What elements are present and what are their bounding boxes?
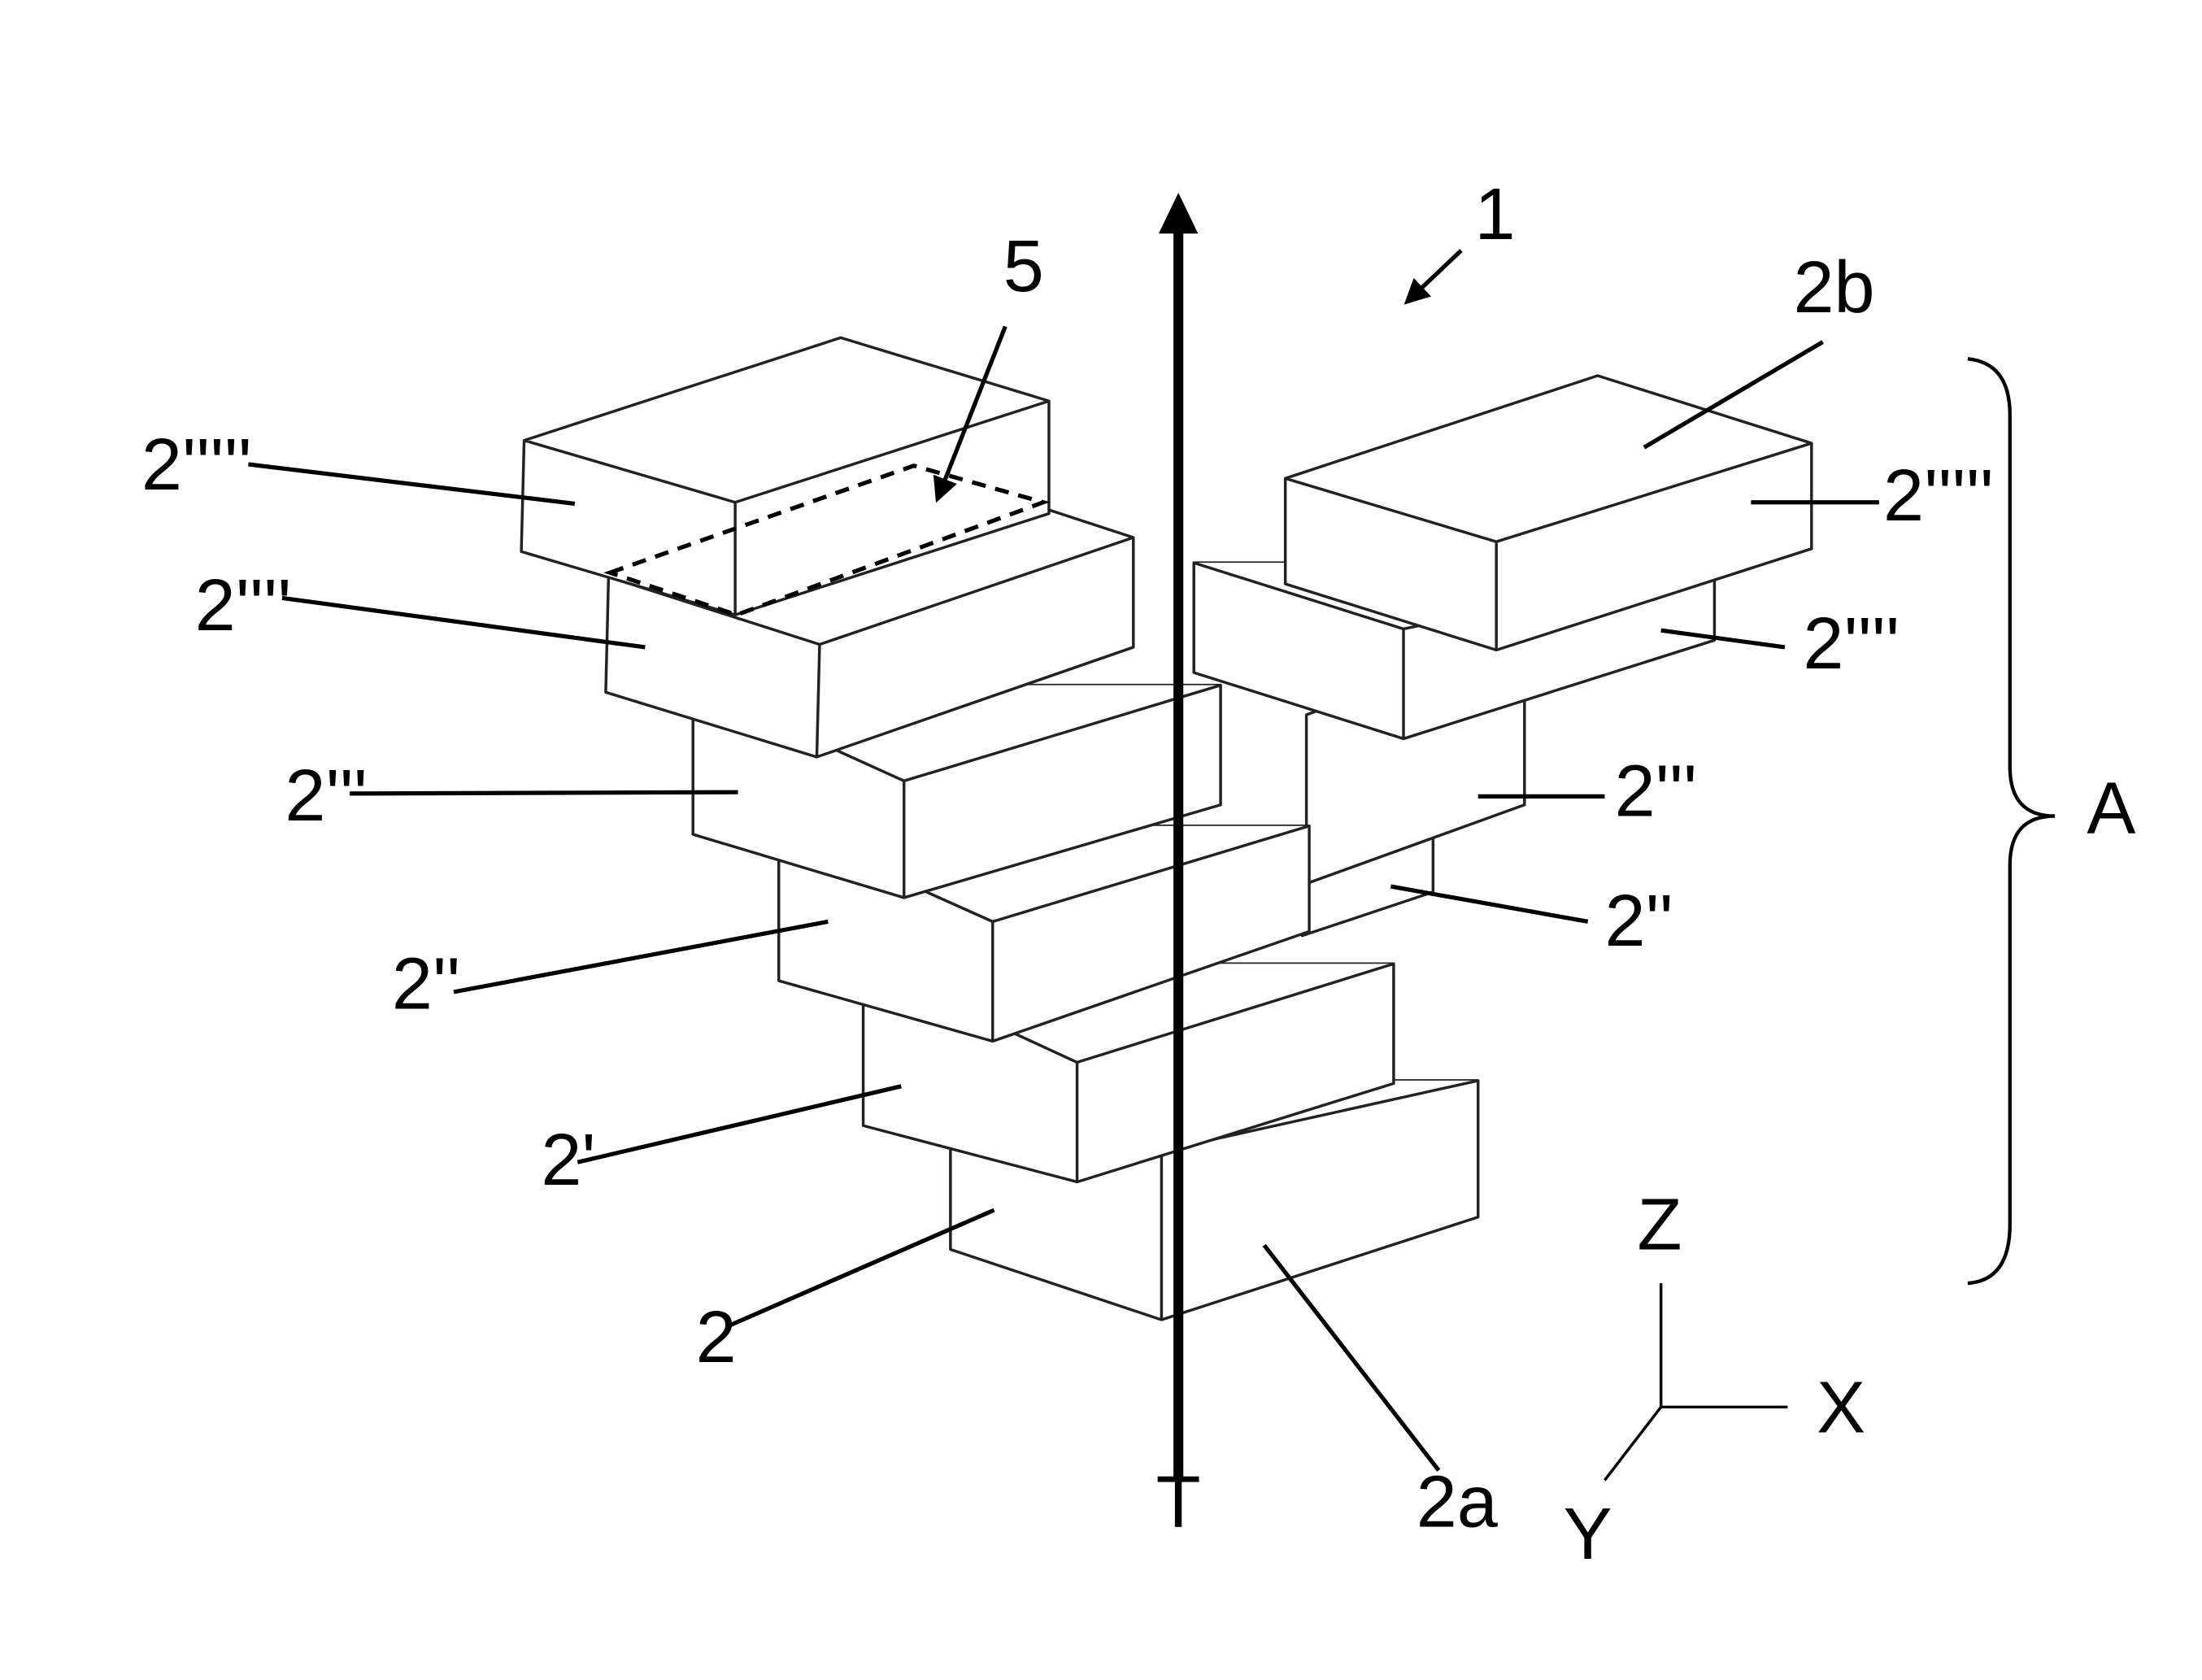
label-left-2pppp: 2'''' bbox=[195, 565, 292, 646]
label-left-2: 2 bbox=[696, 1297, 737, 1378]
label-axis-x: X bbox=[1817, 1367, 1865, 1448]
label-5: 5 bbox=[1003, 226, 1044, 307]
leader-1 bbox=[1408, 250, 1461, 301]
label-left-2p: 2' bbox=[541, 1120, 595, 1201]
leader-2a bbox=[1264, 1245, 1439, 1470]
label-axis-y: Y bbox=[1564, 1494, 1612, 1575]
leader-left-2pp bbox=[454, 921, 828, 992]
label-right-2pp: 2'' bbox=[1604, 881, 1673, 962]
label-a: A bbox=[2087, 768, 2135, 849]
label-t: T bbox=[1156, 1461, 1201, 1543]
axis-t-arrowhead bbox=[1159, 193, 1198, 233]
leader-left-2ppp bbox=[350, 792, 738, 794]
label-right-2pppp: 2'''' bbox=[1803, 603, 1900, 685]
label-left-2pp: 2'' bbox=[392, 944, 460, 1025]
label-2a: 2a bbox=[1417, 1461, 1499, 1543]
coordinate-axes bbox=[1604, 1283, 1787, 1480]
label-2b: 2b bbox=[1793, 247, 1874, 329]
label-axis-z: Z bbox=[1637, 1185, 1682, 1266]
label-right-2ppppp: 2''''' bbox=[1883, 455, 1994, 537]
leader-left-2p bbox=[577, 1086, 901, 1162]
label-1: 1 bbox=[1474, 174, 1515, 255]
label-left-2ppp: 2''' bbox=[285, 755, 368, 837]
label-right-2ppp: 2''' bbox=[1615, 751, 1698, 833]
block-right-2ppppp bbox=[1286, 376, 1812, 650]
label-left-2ppppp: 2''''' bbox=[141, 424, 252, 506]
leader-right-2pp bbox=[1390, 886, 1587, 921]
leader-left-2 bbox=[729, 1210, 994, 1325]
leader-left-2pppp bbox=[282, 598, 645, 647]
